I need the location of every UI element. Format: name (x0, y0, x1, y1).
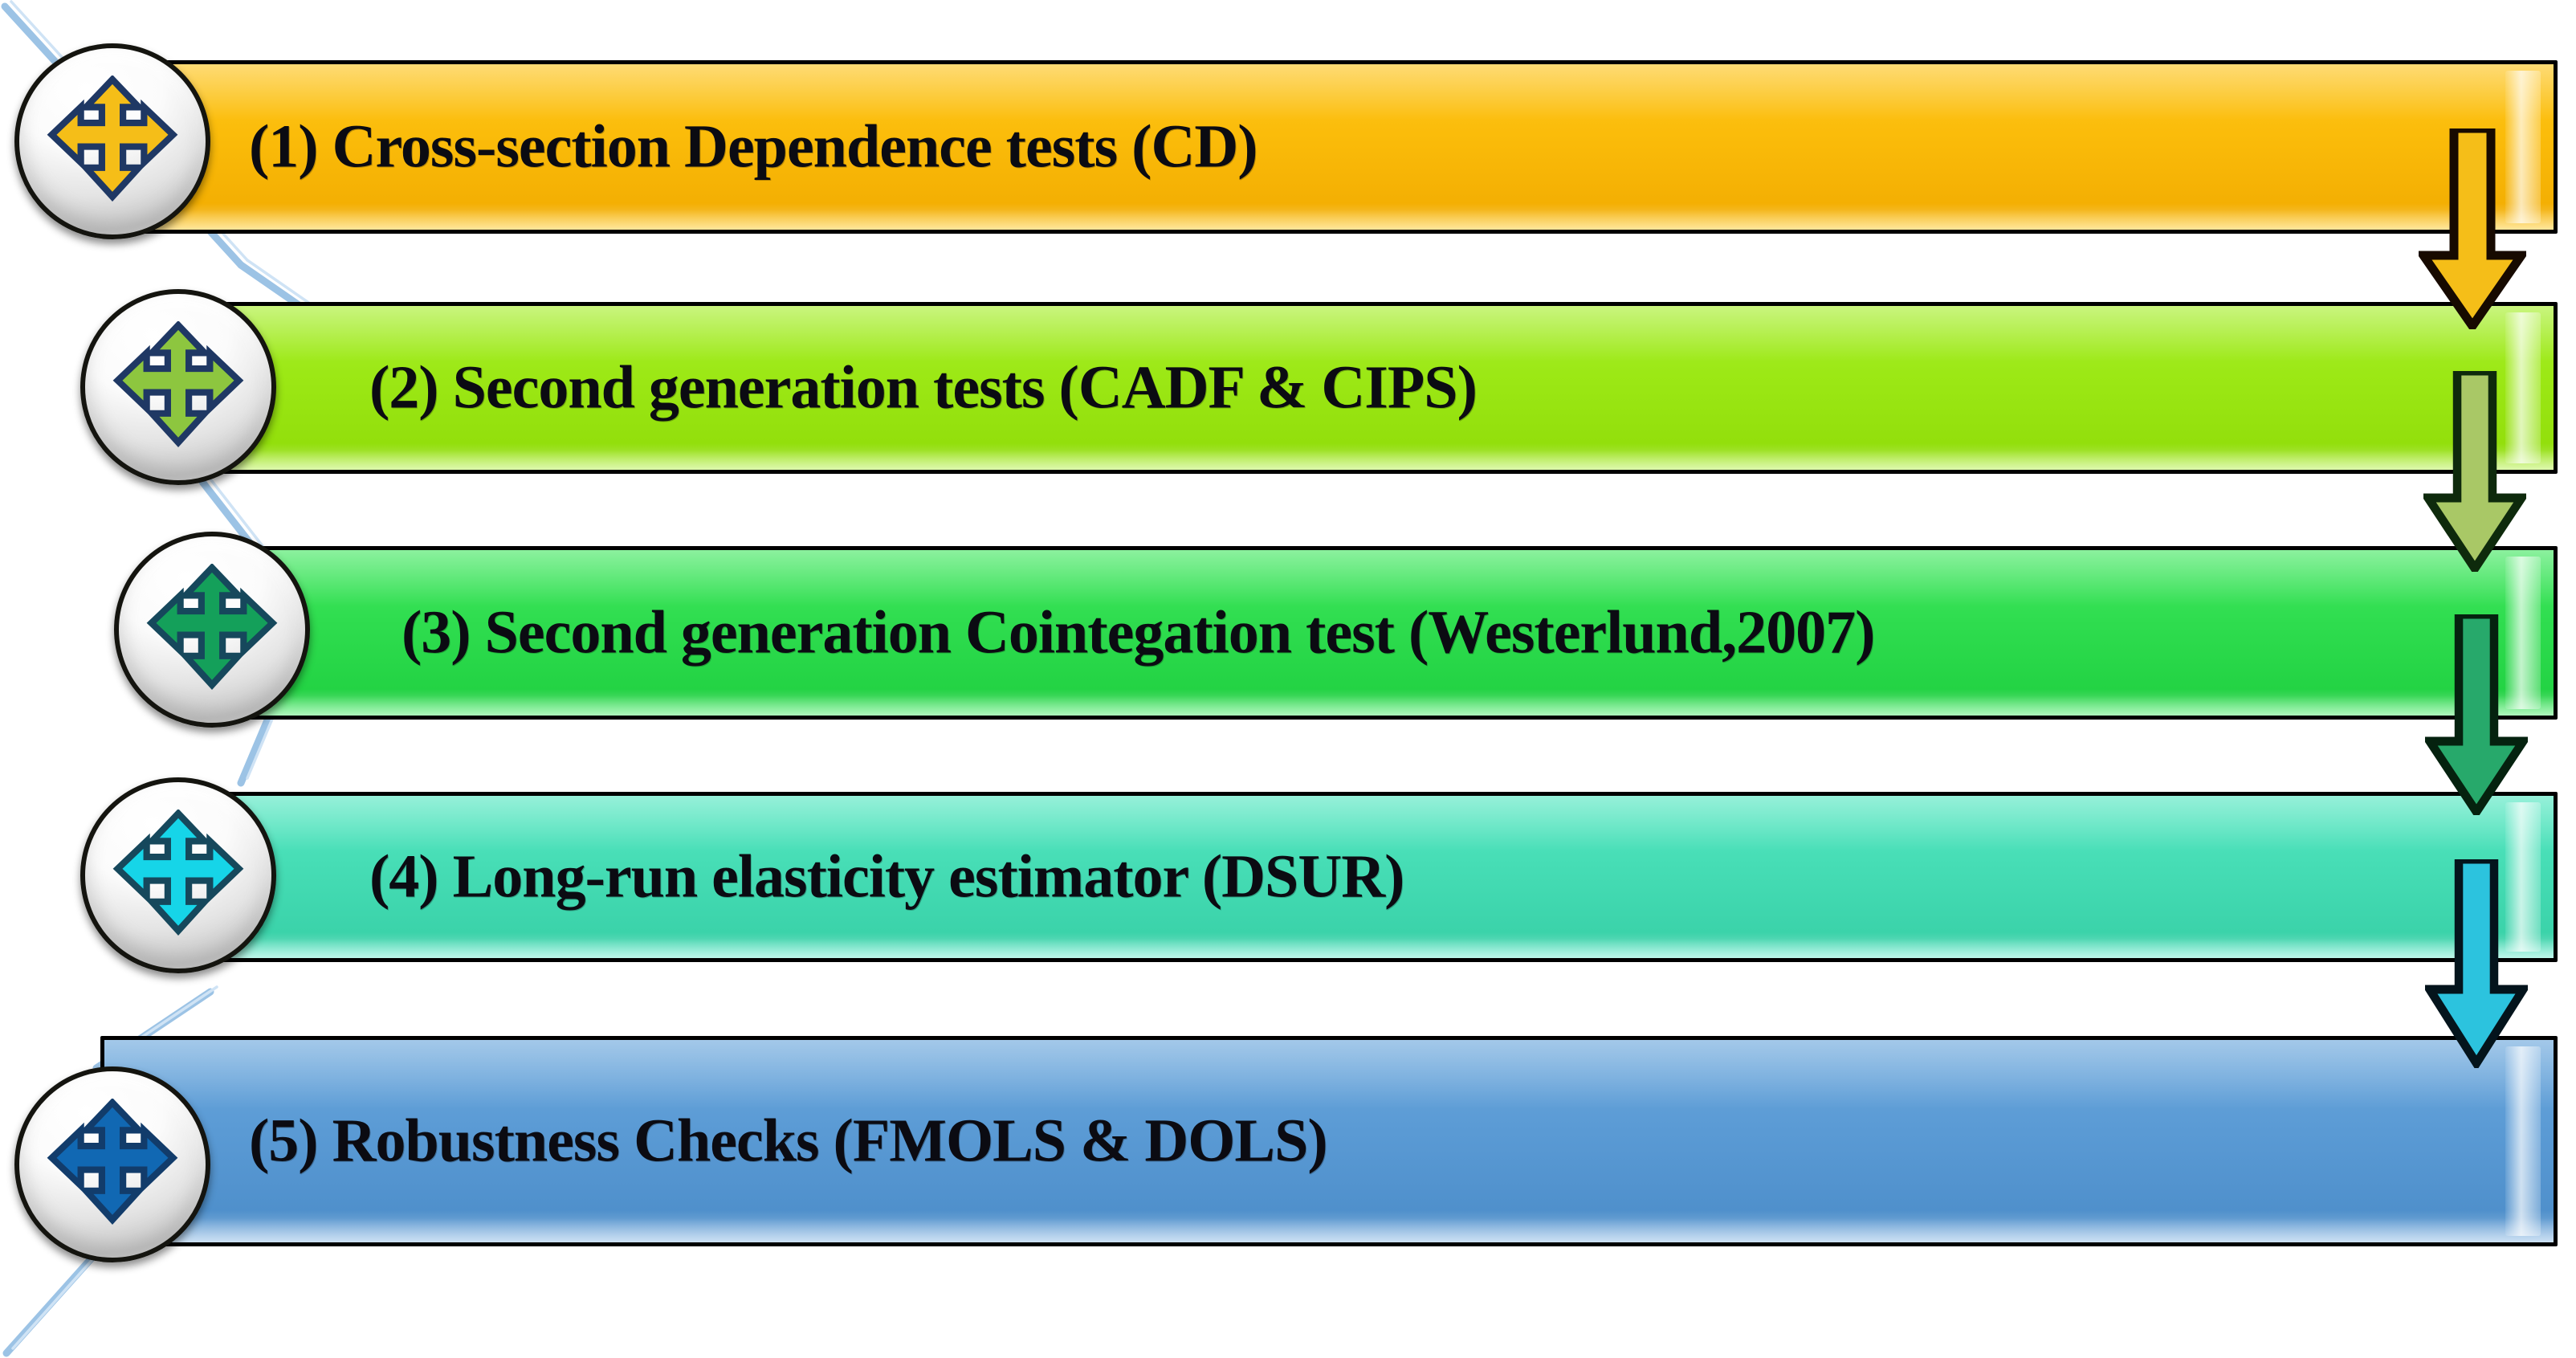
step-bar-fill-5 (104, 1040, 2554, 1242)
down-arrow-icon (2425, 614, 2528, 815)
step-badge-3[interactable] (114, 532, 310, 728)
connector-arrow-2-to-3 (2423, 371, 2526, 572)
step-label-2: (2) Second generation tests (CADF & CIPS… (369, 353, 1478, 422)
four-way-arrow-icon (47, 1099, 178, 1225)
down-arrow-icon (2425, 859, 2528, 1068)
step-row-3[interactable]: (3) Second generation Cointegation test … (197, 546, 2558, 720)
step-bar-fill-3 (201, 550, 2554, 716)
connector-arrow-3-to-4 (2425, 614, 2528, 815)
connector-arrow-4-to-5 (2425, 859, 2528, 1068)
step-row-5[interactable]: (5) Robustness Checks (FMOLS & DOLS) (100, 1036, 2558, 1246)
step-badge-5[interactable] (14, 1066, 210, 1262)
step-row-2[interactable]: (2) Second generation tests (CADF & CIPS… (165, 302, 2558, 474)
connector-arrow-1-to-2 (2419, 128, 2526, 329)
step-badge-2[interactable] (80, 289, 276, 485)
four-way-arrow-icon (47, 75, 178, 202)
four-way-arrow-icon (112, 809, 244, 936)
step-bar-fill-1 (104, 64, 2554, 230)
step-label-1: (1) Cross-section Dependence tests (CD) (249, 112, 1258, 181)
step-label-5: (5) Robustness Checks (FMOLS & DOLS) (249, 1107, 1328, 1175)
step-bar-fill-4 (169, 796, 2554, 958)
step-row-1[interactable]: (1) Cross-section Dependence tests (CD) (100, 60, 2558, 234)
step-label-4: (4) Long-run elasticity estimator (DSUR) (369, 842, 1404, 911)
step-badge-4[interactable] (80, 777, 276, 973)
step-label-3: (3) Second generation Cointegation test … (401, 598, 1875, 667)
four-way-arrow-icon (112, 321, 244, 447)
four-way-arrow-icon (146, 564, 278, 690)
step-row-4[interactable]: (4) Long-run elasticity estimator (DSUR) (165, 792, 2558, 962)
down-arrow-icon (2419, 128, 2526, 329)
step-bar-fill-2 (169, 306, 2554, 470)
step-badge-1[interactable] (14, 43, 210, 239)
down-arrow-icon (2423, 371, 2526, 572)
